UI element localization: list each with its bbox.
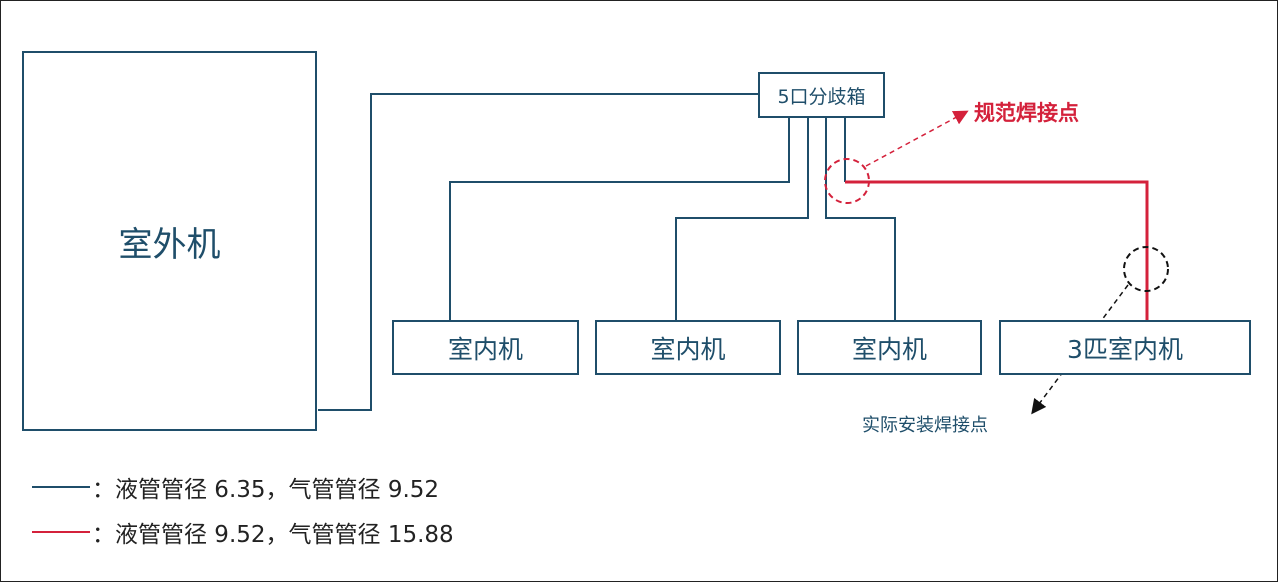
main-pipe <box>318 93 758 411</box>
branch-pipe-4-large <box>845 180 1149 320</box>
standard-weld-arrow <box>865 110 969 167</box>
actual-weld-label: 实际安装焊接点 <box>862 415 988 436</box>
branch-pipe-2 <box>675 118 809 320</box>
legend-label: ：液管管径 6.35，气管管径 9.52 <box>92 477 440 503</box>
legend-swatch-blue <box>32 486 90 488</box>
indoor-unit-1: 室内机 <box>392 320 579 375</box>
legend-item-large-pipe: ：液管管径 9.52，气管管径 15.88 <box>32 515 454 549</box>
indoor-unit-2: 室内机 <box>595 320 781 375</box>
branch-box: 5口分歧箱 <box>758 72 885 118</box>
indoor-unit-4: 3匹室内机 <box>999 320 1251 375</box>
legend-item-small-pipe: ：液管管径 6.35，气管管径 9.52 <box>32 470 439 504</box>
branch-pipe-1 <box>449 118 790 320</box>
legend-swatch-red <box>32 531 90 533</box>
standard-weld-label: 规范焊接点 <box>974 101 1079 125</box>
legend-label: ：液管管径 9.52，气管管径 15.88 <box>92 522 454 548</box>
indoor-unit-3: 室内机 <box>797 320 982 375</box>
outdoor-unit: 室外机 <box>22 51 317 431</box>
standard-weld-circle <box>824 158 870 204</box>
branch-pipe-3 <box>825 118 896 320</box>
actual-weld-circle <box>1123 246 1169 292</box>
